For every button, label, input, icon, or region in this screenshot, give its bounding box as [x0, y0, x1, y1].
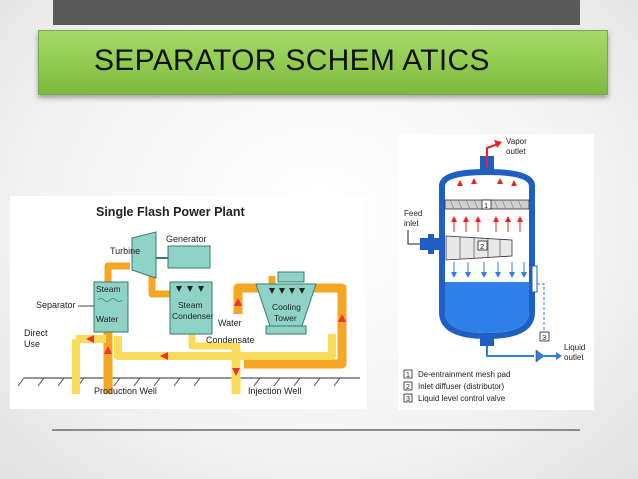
- production-well-label: Production Well: [94, 386, 157, 396]
- liquid-level: [445, 282, 529, 333]
- injection-well-label: Injection Well: [248, 386, 301, 396]
- ground: [17, 377, 360, 387]
- slide-title: SEPARATOR SCHEM ATICS: [94, 44, 490, 77]
- control-valve: [535, 349, 545, 363]
- liquid-label-1: Liquid: [564, 343, 585, 352]
- tower-arrows: [269, 288, 305, 294]
- mesh-pattern: [449, 199, 523, 210]
- direct-label: Direct: [24, 328, 48, 338]
- separator-vessel: [93, 281, 129, 333]
- title-box: SEPARATOR SCHEM ATICS: [38, 30, 608, 95]
- cooling-label-1: Cooling: [272, 302, 301, 312]
- separator-svg: Vapor outlet 1 Feed inlet: [403, 137, 585, 403]
- num1-marker: 1: [484, 201, 488, 210]
- vapor-label-2: outlet: [506, 147, 526, 156]
- legend-num-2: 2: [406, 384, 410, 391]
- pipes: [72, 262, 347, 394]
- steam-condenser: [169, 281, 213, 335]
- bottom-divider: [52, 429, 580, 431]
- liquid-arrows: [451, 272, 527, 278]
- generator-label: Generator: [166, 234, 207, 244]
- plant-svg: Single Flash Power Plant: [17, 205, 360, 396]
- condenser-label-2: Condenser: [172, 311, 214, 321]
- water-label: Water: [218, 318, 242, 328]
- top-bar: [53, 0, 580, 25]
- legend-item-3: Liquid level control valve: [418, 394, 506, 403]
- feed-label-2: inlet: [404, 219, 419, 228]
- turbine-label: Turbine: [110, 246, 140, 256]
- cooling-label-2: Tower: [274, 313, 297, 323]
- cooling-tower-fan: [277, 271, 305, 283]
- separator-vessel-diagram: Vapor outlet 1 Feed inlet: [398, 134, 594, 410]
- condenser-arrows: [176, 286, 204, 292]
- separator-water-label: Water: [96, 314, 119, 324]
- single-flash-power-plant-diagram: Single Flash Power Plant: [10, 196, 366, 409]
- use-label: Use: [24, 339, 40, 349]
- legend: 1 De-entrainment mesh pad 2 Inlet diffus…: [403, 369, 511, 403]
- liquid-label-2: outlet: [564, 353, 584, 362]
- vapor-arrows: [451, 178, 523, 222]
- separator-steam-label: Steam: [96, 284, 121, 294]
- level-gauge: [531, 265, 538, 293]
- feed-label-1: Feed: [404, 209, 422, 218]
- legend-item-2: Inlet diffuser (distributor): [418, 382, 504, 391]
- turbine-shape: [131, 231, 157, 279]
- condenser-label-1: Steam: [178, 300, 203, 310]
- num3-marker: 3: [542, 333, 546, 342]
- liquid-outlet-pipe: [480, 334, 494, 346]
- legend-item-1: De-entrainment mesh pad: [418, 370, 511, 379]
- num2-marker: 2: [480, 242, 484, 251]
- plant-title: Single Flash Power Plant: [96, 205, 245, 219]
- legend-num-3: 3: [406, 396, 410, 403]
- generator-box: [167, 245, 211, 269]
- vapor-label-1: Vapor: [506, 137, 527, 146]
- separator-label: Separator: [36, 300, 76, 310]
- legend-num-1: 1: [406, 372, 410, 379]
- condensate-label: Condensate: [206, 335, 255, 345]
